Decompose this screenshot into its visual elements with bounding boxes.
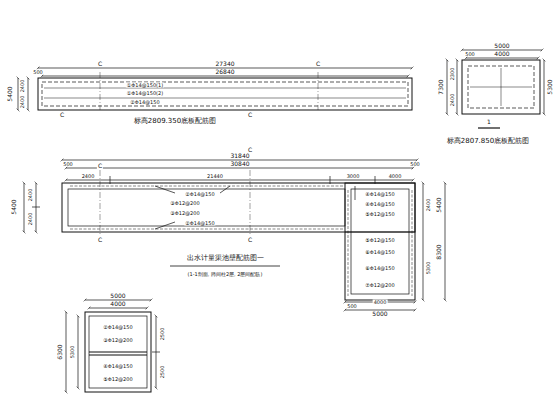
dimension-text: 1 xyxy=(486,119,492,125)
dimension-text: 5300 xyxy=(547,78,553,95)
dimension-text: C xyxy=(59,112,65,118)
dimension-text: 500 xyxy=(62,162,74,167)
dimension-text: 2400 xyxy=(450,93,455,108)
dimension-text: 5400 xyxy=(7,85,13,102)
dimension-text: 26840 xyxy=(214,69,235,75)
rebar-callout: ④Φ14@150 xyxy=(364,192,395,197)
dimension-text: 27340 xyxy=(214,61,235,67)
rebar-callout: ③Φ12@200 xyxy=(169,201,200,206)
dimension-text: C xyxy=(97,61,103,67)
drawing-title: 标高2809.350底板配筋图 xyxy=(133,118,217,125)
dimension-text: 500 xyxy=(464,52,476,57)
rebar-callout: ①Φ14@150(2) xyxy=(126,91,164,96)
dimension-text: 5000 xyxy=(109,293,126,299)
rebar-callout: ③Φ12@200 xyxy=(102,338,133,343)
dimension-text: 2400 xyxy=(20,95,25,110)
dimension-text: 4000 xyxy=(493,51,510,57)
drawing-title: 标高2807.850底板配筋图 xyxy=(446,138,530,145)
dimension-text: 7300 xyxy=(438,78,444,95)
dimension-text: 2400 xyxy=(426,198,431,213)
rebar-callout: ⑤Φ12@200 xyxy=(102,377,133,382)
dimension-text: 2500 xyxy=(160,365,165,380)
dimension-text: 5400 xyxy=(436,196,442,213)
rebar-callout: ④Φ14@150 xyxy=(364,202,395,207)
rebar-callout: ⑦Φ12@200 xyxy=(364,283,395,288)
dimension-text: C xyxy=(247,237,253,243)
rebar-callout: ①Φ14@150(1) xyxy=(126,83,164,88)
dimension-text: C xyxy=(315,61,321,67)
dimension-text: 2400 xyxy=(28,212,33,227)
dimension-text: C xyxy=(247,147,253,153)
rebar-callout: ⑥Φ14@150 xyxy=(364,250,395,255)
rebar-callout: ⑥Φ14@150 xyxy=(364,266,395,271)
rebar-callout: ⑤Φ12@150 xyxy=(364,238,395,243)
dimension-text: 2400 xyxy=(28,188,33,203)
dimension-text: 4000 xyxy=(373,300,388,305)
dimension-text: 500 xyxy=(346,304,358,309)
drawing-title: 出水计量渠池壁配筋图一 xyxy=(186,255,265,262)
dimension-text: 5300 xyxy=(70,345,75,360)
dimension-text: 31840 xyxy=(229,153,250,159)
dimension-text: 30840 xyxy=(229,161,250,167)
dimension-text: 3000 xyxy=(346,174,361,179)
dimension-text: 5000 xyxy=(493,43,510,49)
rebar-callout: ②Φ14@150 xyxy=(102,325,133,330)
dimension-text: C xyxy=(247,112,253,118)
rebar-callout: ②Φ14@150 xyxy=(184,192,215,197)
dimension-text: 5000 xyxy=(371,311,388,317)
dimension-text: 500 xyxy=(409,162,421,167)
dimension-text: 2300 xyxy=(450,67,455,82)
dimension-text: 5300 xyxy=(426,261,431,276)
dimension-text: 500 xyxy=(32,70,44,75)
rebar-callout: ②Φ14@150 xyxy=(184,221,215,226)
dimension-text: 2500 xyxy=(160,327,165,342)
rebar-callout: ②Φ14@150 xyxy=(129,100,160,105)
dimension-text: 8300 xyxy=(436,243,442,260)
rebar-callout: ⑤Φ12@150 xyxy=(364,212,395,217)
dimension-text: C xyxy=(97,237,103,243)
dimension-text: C xyxy=(97,163,103,169)
dimension-text: 21440 xyxy=(206,174,224,179)
dimension-text: 2400 xyxy=(20,79,25,94)
drawing-title: (1-1剖面, 跨间柱2层, 2层间配筋) xyxy=(187,272,264,277)
dimension-text: 5400 xyxy=(11,198,17,215)
rebar-callout: ③Φ12@200 xyxy=(169,211,200,216)
dimension-text: 6300 xyxy=(57,343,63,360)
dimension-text: 4000 xyxy=(388,174,403,179)
dimension-text: 4000 xyxy=(109,301,126,307)
dimension-text: 2400 xyxy=(81,174,96,179)
rebar-callout: ④Φ14@150 xyxy=(102,364,133,369)
